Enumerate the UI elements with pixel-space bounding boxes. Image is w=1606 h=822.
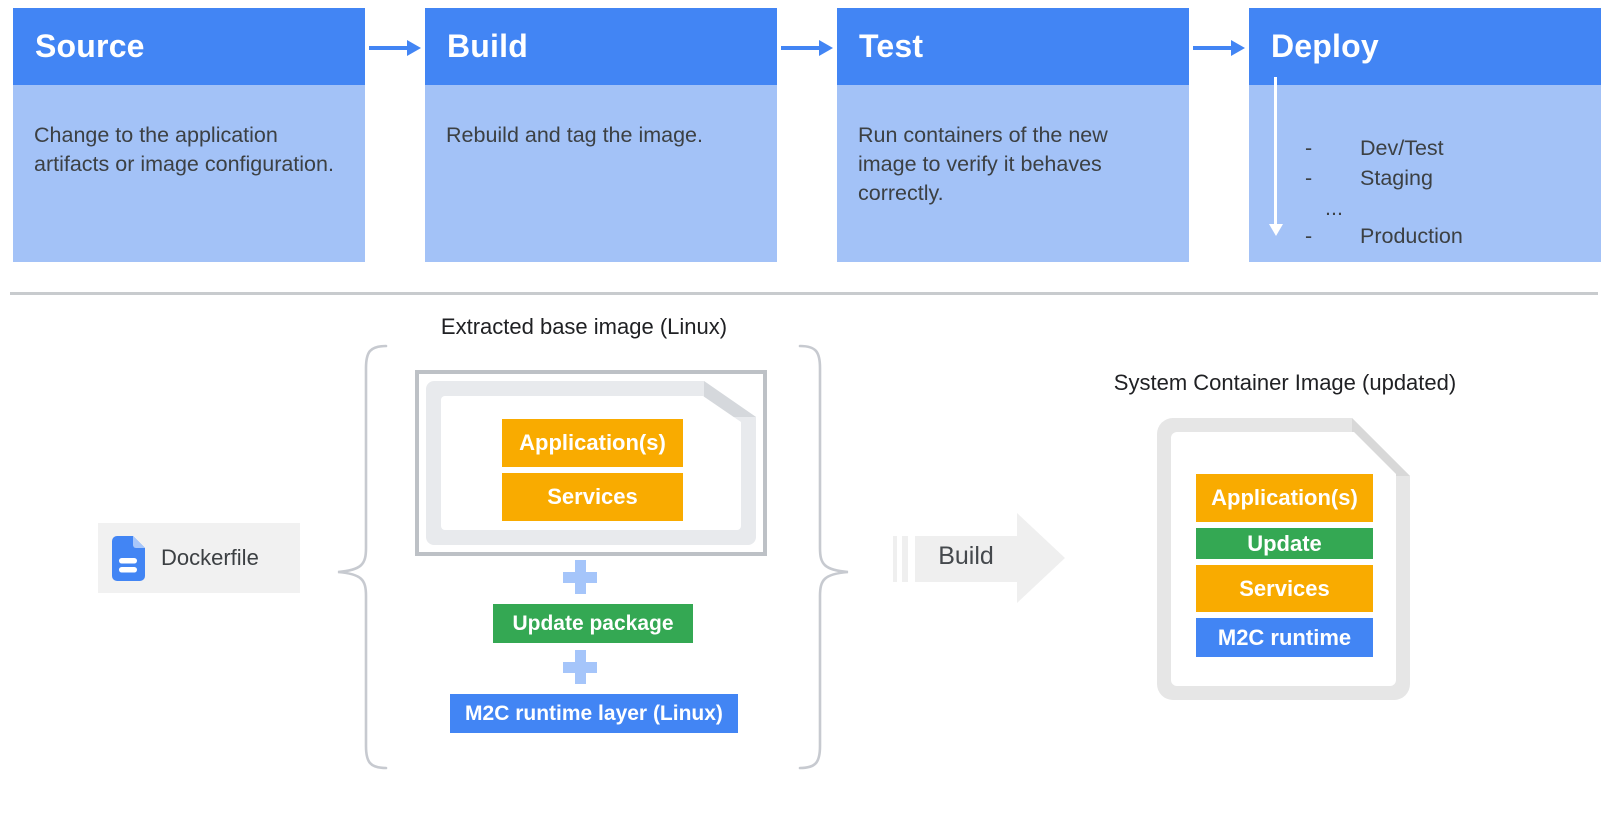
extracted-base-image-label: Extracted base image (Linux) xyxy=(440,314,728,339)
stage-body: Change to the application artifacts or i… xyxy=(13,85,365,262)
stage-box-source: Source Change to the application artifac… xyxy=(13,8,365,262)
system-layer-m2c-runtime: M2C runtime xyxy=(1196,618,1373,657)
pipeline-arrow-icon xyxy=(781,39,833,57)
list-dash: - xyxy=(1305,165,1313,190)
deploy-env-item: - Staging xyxy=(1305,164,1433,192)
plus-horizontal-bar xyxy=(563,661,597,673)
system-layer-applications: Application(s) xyxy=(1196,474,1373,522)
stage-header: Source xyxy=(13,8,365,85)
dockerfile-label: Dockerfile xyxy=(161,545,259,570)
build-arrow-icon xyxy=(893,513,1065,603)
deploy-down-arrow-icon xyxy=(1268,77,1283,236)
stage-body: Rebuild and tag the image. xyxy=(425,85,777,262)
dockerfile-chip: Dockerfile xyxy=(98,523,300,593)
stage-box-test: Test Run containers of the new image to … xyxy=(837,8,1189,262)
env-label: Staging xyxy=(1360,165,1433,190)
arrow-head xyxy=(1231,40,1245,56)
stage-title: Test xyxy=(859,28,924,64)
deploy-env-item: - Production xyxy=(1305,222,1463,250)
deploy-env-ellipsis: ... xyxy=(1325,195,1343,220)
layer-services: Services xyxy=(502,473,683,521)
pipeline-arrow-icon xyxy=(369,39,421,57)
env-label: Production xyxy=(1360,223,1463,248)
stage-box-deploy: Deploy - Dev/Test - Staging ... - Produc… xyxy=(1249,8,1601,262)
arrow-shaft xyxy=(1193,45,1231,51)
deploy-env-item: - Dev/Test xyxy=(1305,134,1444,162)
stage-header: Deploy xyxy=(1249,8,1601,85)
arrow-shaft xyxy=(369,45,407,51)
system-image-document xyxy=(1157,418,1410,700)
layer-applications: Application(s) xyxy=(502,419,683,467)
stage-title: Source xyxy=(35,28,145,64)
pipeline-arrow-icon xyxy=(1193,39,1245,57)
env-label: ... xyxy=(1325,195,1343,220)
stage-title: Deploy xyxy=(1271,28,1379,64)
left-curly-brace-icon xyxy=(337,344,388,770)
runtime-layer-box: M2C runtime layer (Linux) xyxy=(450,694,738,733)
stage-box-build: Build Rebuild and tag the image. xyxy=(425,8,777,262)
plus-icon xyxy=(563,650,597,684)
plus-horizontal-bar xyxy=(563,571,597,583)
section-divider xyxy=(10,292,1598,295)
stage-body: Run containers of the new image to verif… xyxy=(837,85,1189,262)
arrow-shaft xyxy=(781,45,819,51)
arrow-head xyxy=(819,40,833,56)
update-package-box: Update package xyxy=(493,604,693,643)
dockerfile-document-icon xyxy=(112,536,145,581)
stage-header: Test xyxy=(837,8,1189,85)
stage-header: Build xyxy=(425,8,777,85)
system-layer-update: Update xyxy=(1196,528,1373,559)
list-dash: - xyxy=(1305,223,1313,248)
stage-title: Build xyxy=(447,28,528,64)
plus-icon xyxy=(563,560,597,594)
list-dash: - xyxy=(1305,135,1313,160)
system-image-label: System Container Image (updated) xyxy=(1113,370,1457,395)
stage-body xyxy=(1249,85,1601,262)
system-layer-services: Services xyxy=(1196,565,1373,612)
env-label: Dev/Test xyxy=(1360,135,1444,160)
build-arrow-label: Build xyxy=(938,542,994,570)
arrow-head xyxy=(407,40,421,56)
right-curly-brace-icon xyxy=(798,344,849,770)
